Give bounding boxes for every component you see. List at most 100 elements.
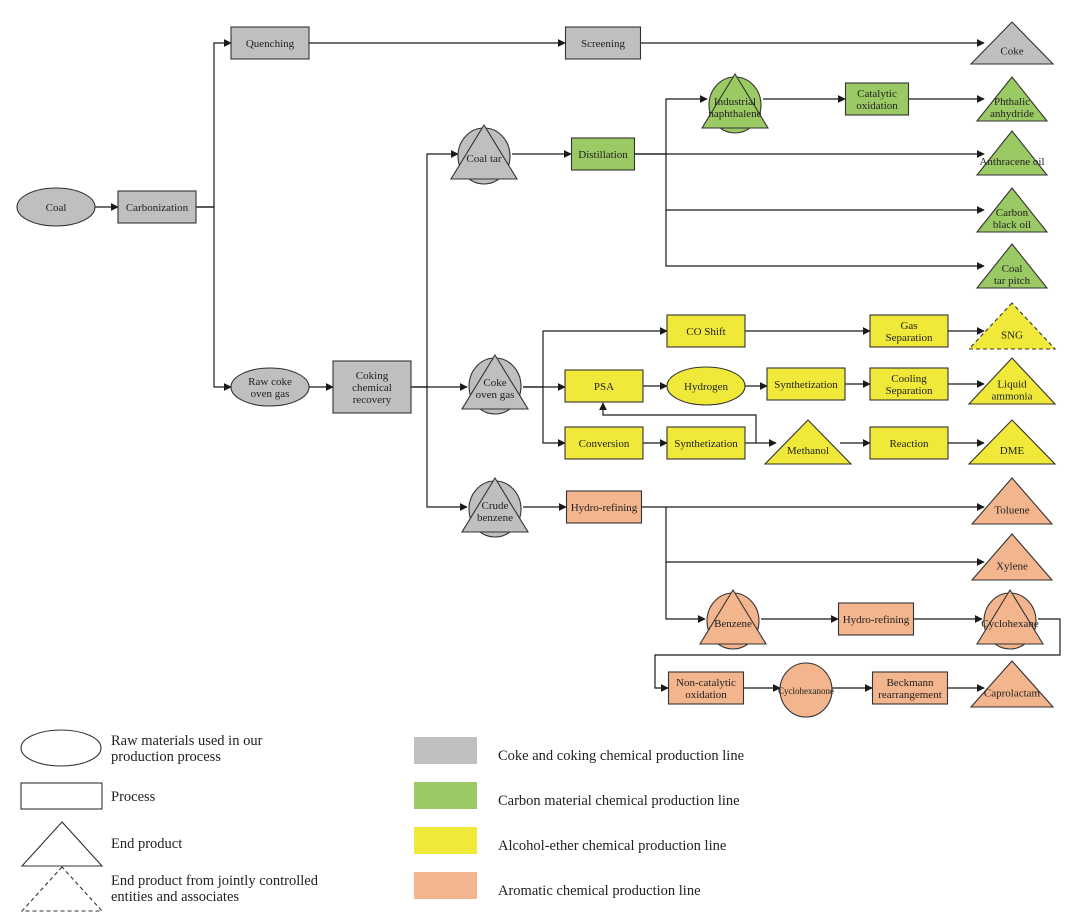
- legend-label: Alcohol-ether chemical production line: [498, 838, 726, 854]
- legend-line-alcohol: Alcohol-ether chemical production line: [414, 827, 726, 854]
- node-quenching: Quenching: [230, 26, 310, 60]
- end-product-triangle: [763, 419, 853, 465]
- jv-end-product-triangle: [967, 302, 1057, 350]
- node-methanol: Methanol: [763, 419, 853, 465]
- process-box: [564, 369, 644, 403]
- end-product-triangle: [975, 187, 1049, 233]
- node-conversion: Conversion: [564, 426, 644, 460]
- node-label: benzene: [477, 512, 513, 524]
- end-product-triangle: [450, 123, 518, 180]
- edges: [95, 39, 1061, 692]
- node-label: Raw coke: [248, 376, 292, 388]
- node-coal: Coal: [16, 187, 96, 227]
- legend-label: entities and associates: [111, 889, 239, 905]
- node-label: oxidation: [856, 100, 898, 112]
- node-coke: Coke: [969, 21, 1055, 65]
- node-distillation: Distillation: [570, 137, 636, 171]
- node-hydro-refining-2: Hydro-refining: [837, 602, 915, 636]
- node-label: black oil: [993, 219, 1031, 231]
- node-cyclohexane: Cyclohexane: [976, 588, 1044, 650]
- node-label: DME: [1000, 445, 1025, 457]
- raw-material-ellipse: [779, 662, 833, 718]
- end-product-triangle: [975, 243, 1049, 289]
- color-swatch: [414, 737, 477, 764]
- node-label: Quenching: [246, 38, 295, 50]
- node-label: Carbonization: [126, 202, 189, 214]
- process-box: [844, 82, 910, 116]
- node-label: recovery: [353, 394, 392, 406]
- raw-material-ellipse: [16, 187, 96, 227]
- process-box: [564, 426, 644, 460]
- edge-distillation-to-coal-tar-pitch: [665, 210, 985, 270]
- legend-label: End product from jointly controlled: [111, 873, 319, 889]
- node-label: Coking: [356, 370, 389, 382]
- node-label: naphthalene: [708, 108, 761, 120]
- legend-label: production process: [111, 749, 221, 765]
- end-product-triangle: [975, 76, 1049, 122]
- node-label: Distillation: [578, 149, 628, 161]
- end-product-triangle: [969, 21, 1055, 65]
- process-box: [117, 190, 197, 224]
- legend-line-carbon: Carbon material chemical production line: [414, 782, 740, 809]
- node-coal-tar: Coal tar: [450, 123, 518, 185]
- edge-synthetization-2-to-psa: [599, 402, 757, 443]
- node-label: Crude: [482, 500, 509, 512]
- legend-label: Coke and coking chemical production line: [498, 748, 744, 764]
- node-label: Conversion: [579, 438, 630, 450]
- legend-label: Raw materials used in our: [111, 733, 263, 749]
- node-label: anhydride: [990, 108, 1034, 120]
- node-label: Coke: [1000, 46, 1023, 58]
- process-box: [564, 26, 642, 60]
- node-label: Coal: [1002, 263, 1023, 275]
- color-swatch: [414, 872, 477, 899]
- node-xylene: Xylene: [970, 533, 1054, 581]
- node-screening: Screening: [564, 26, 642, 60]
- node-toluene: Toluene: [970, 477, 1054, 525]
- end-product-triangle: [969, 660, 1055, 708]
- node-label: PSA: [594, 381, 614, 393]
- end-product-triangle: [970, 533, 1054, 581]
- end-product-triangle: [701, 72, 769, 129]
- node-label: Reaction: [889, 438, 929, 450]
- end-product-triangle: [699, 588, 767, 645]
- edge-distillation-to-carbon-black-oil: [665, 154, 985, 214]
- node-cyclohexanone: Cyclohexanone: [778, 662, 834, 718]
- node-anthracene-oil: Anthracene oil: [975, 130, 1049, 176]
- legend-line-coke: Coke and coking chemical production line: [414, 737, 744, 764]
- node-label: Cyclohexanone: [778, 686, 834, 696]
- end-product-triangle: [967, 357, 1057, 405]
- node-sng: SNG: [967, 302, 1057, 350]
- legend-label: Process: [111, 789, 156, 805]
- dashed-triangle-icon: [20, 866, 104, 912]
- end-product-triangle: [461, 353, 529, 410]
- node-label: Cyclohexane: [981, 618, 1039, 630]
- raw-material-ellipse: [666, 366, 746, 406]
- process-box: [869, 314, 949, 348]
- process-box: [666, 314, 746, 348]
- node-label: Synthetization: [674, 438, 738, 450]
- node-label: Xylene: [996, 560, 1028, 572]
- node-label: Hydrogen: [684, 381, 728, 393]
- edge-coking-chemical-recovery-to-coal-tar: [411, 150, 459, 388]
- node-label: Separation: [885, 332, 933, 344]
- node-label: Benzene: [714, 618, 752, 630]
- process-box: [332, 360, 412, 414]
- node-label: Synthetization: [774, 379, 838, 391]
- node-label: Separation: [885, 385, 933, 397]
- node-label: Beckmann: [886, 677, 934, 689]
- legend-label: Carbon material chemical production line: [498, 793, 740, 809]
- node-label: Screening: [581, 38, 625, 50]
- node-co-shift: CO Shift: [666, 314, 746, 348]
- node-label: Non-catalytic: [676, 677, 736, 689]
- node-label: Coke: [483, 377, 506, 389]
- node-label: tar pitch: [994, 275, 1031, 287]
